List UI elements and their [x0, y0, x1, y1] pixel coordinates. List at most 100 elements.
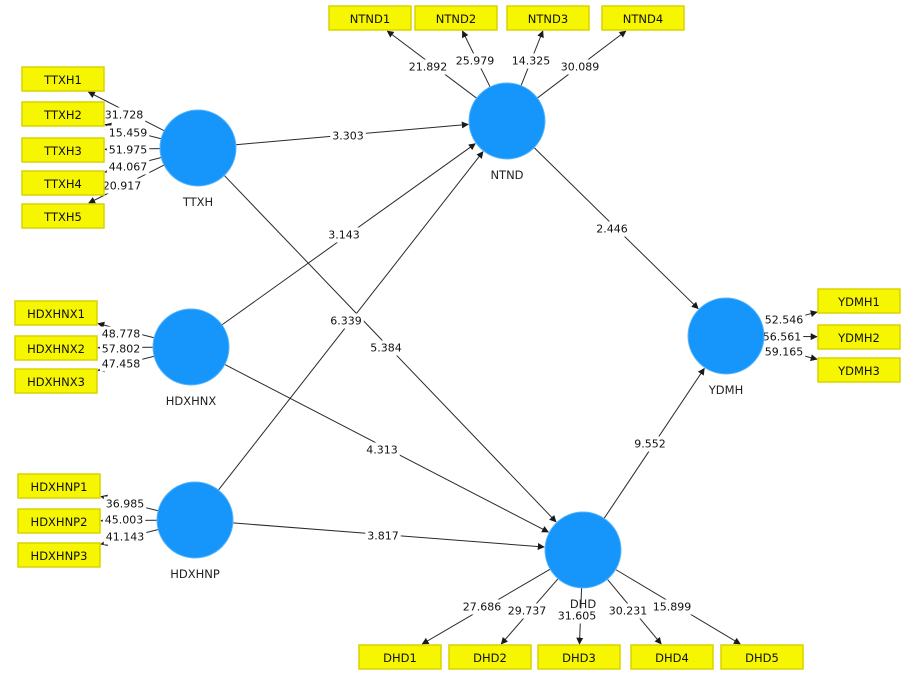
loading-label-dhd3-text: 31.605	[558, 610, 597, 623]
path-label-ttxh-dhd-text: 5.384	[370, 342, 402, 355]
indicator-label: TTXH2	[43, 108, 82, 122]
indicator-box[interactable]	[448, 644, 532, 670]
loading-label-ntnd1: 21.892	[406, 59, 450, 75]
latent-circle[interactable]	[152, 308, 230, 386]
latent-ydmh[interactable]: YDMH	[687, 297, 765, 397]
indicator-hdxhnx2[interactable]: HDXHNX2	[14, 335, 98, 361]
indicator-ttxh3[interactable]: TTXH3	[21, 137, 105, 163]
indicator-ttxh5[interactable]: TTXH5	[21, 203, 105, 229]
loading-label-ttxh5: 20.917	[100, 178, 144, 194]
path-label-dhd-ydmh-bg	[632, 436, 668, 452]
loading-label-hdxhnx2-text: 57.802	[102, 343, 141, 356]
loading-label-hdxhnp3: 41.143	[103, 529, 147, 545]
latent-ntnd[interactable]: NTND	[468, 82, 546, 182]
indicator-box[interactable]	[630, 644, 714, 670]
indicator-box[interactable]	[817, 324, 901, 350]
loading-label-ydmh2-text: 56.561	[763, 331, 802, 344]
indicator-dhd2[interactable]: DHD2	[448, 644, 532, 670]
loading-label-ttxh5-text: 20.917	[103, 180, 142, 193]
indicator-dhd5[interactable]: DHD5	[720, 644, 804, 670]
indicator-box[interactable]	[21, 170, 105, 196]
indicator-box[interactable]	[506, 5, 590, 31]
indicator-box[interactable]	[817, 357, 901, 383]
loading-label-ydmh1: 52.546	[762, 312, 806, 328]
path-label-ttxh-dhd: 5.384	[368, 340, 404, 356]
indicator-box[interactable]	[14, 335, 98, 361]
indicator-box[interactable]	[414, 5, 498, 31]
edge-labels-layer: 31.72815.45951.97544.06720.91748.77857.8…	[99, 53, 806, 624]
latent-circle[interactable]	[159, 109, 237, 187]
latent-label: YDMH	[708, 383, 743, 397]
latent-circle[interactable]	[687, 297, 765, 375]
indicator-box[interactable]	[14, 368, 98, 394]
latent-label: TTXH	[182, 195, 213, 209]
indicator-box[interactable]	[328, 5, 412, 31]
loading-label-ydmh3: 59.165	[762, 344, 806, 360]
indicator-label: DHD5	[745, 651, 779, 665]
indicator-ntnd2[interactable]: NTND2	[414, 5, 498, 31]
path-label-hdxhnx-dhd-text: 4.313	[366, 444, 398, 457]
loading-label-ydmh3-bg	[762, 344, 806, 360]
indicator-hdxhnp2[interactable]: HDXHNP2	[17, 508, 101, 534]
indicator-hdxhnp1[interactable]: HDXHNP1	[17, 473, 101, 499]
loading-label-dhd3: 31.605	[555, 608, 599, 624]
indicator-ydmh3[interactable]: YDMH3	[817, 357, 901, 383]
loading-label-ntnd3: 14.325	[509, 53, 553, 69]
indicator-box[interactable]	[17, 542, 101, 568]
indicator-box[interactable]	[601, 5, 685, 31]
indicator-dhd3[interactable]: DHD3	[537, 644, 621, 670]
indicator-ydmh1[interactable]: YDMH1	[817, 288, 901, 314]
latent-dhd[interactable]: DHD	[544, 511, 622, 611]
indicator-hdxhnx1[interactable]: HDXHNX1	[14, 300, 98, 326]
loading-label-dhd3-bg	[555, 608, 599, 624]
loading-label-ttxh4-bg	[106, 159, 150, 175]
latent-hdxhnx[interactable]: HDXHNX	[152, 308, 230, 408]
latent-circle[interactable]	[156, 481, 234, 559]
loading-label-dhd1: 27.686	[460, 599, 504, 615]
indicator-label: NTND1	[350, 12, 390, 26]
path-label-hdxhnx-ntnd: 3.143	[326, 227, 362, 243]
indicator-box[interactable]	[21, 101, 105, 127]
indicator-box[interactable]	[817, 288, 901, 314]
indicator-label: NTND3	[528, 12, 568, 26]
indicator-box[interactable]	[14, 300, 98, 326]
loading-label-dhd4-bg	[606, 603, 650, 619]
indicator-box[interactable]	[17, 473, 101, 499]
loading-label-ntnd3-text: 14.325	[512, 55, 551, 68]
indicator-ntnd3[interactable]: NTND3	[506, 5, 590, 31]
indicator-box[interactable]	[21, 203, 105, 229]
indicator-box[interactable]	[720, 644, 804, 670]
latent-ttxh[interactable]: TTXH	[159, 109, 237, 209]
latent-label: HDXHNX	[166, 394, 217, 408]
loading-label-hdxhnx1: 48.778	[99, 326, 143, 342]
indicator-label: DHD3	[562, 651, 596, 665]
indicator-box[interactable]	[537, 644, 621, 670]
path-label-ntnd-ydmh-bg	[594, 221, 630, 237]
indicator-hdxhnx3[interactable]: HDXHNX3	[14, 368, 98, 394]
loading-label-hdxhnx2-bg	[99, 341, 143, 357]
indicator-box[interactable]	[358, 644, 442, 670]
indicator-dhd1[interactable]: DHD1	[358, 644, 442, 670]
loading-label-ntnd2-bg	[453, 53, 497, 69]
indicator-ntnd1[interactable]: NTND1	[328, 5, 412, 31]
indicator-box[interactable]	[17, 508, 101, 534]
latent-circle[interactable]	[468, 82, 546, 160]
loading-label-hdxhnp1: 36.985	[103, 496, 147, 512]
latent-hdxhnp[interactable]: HDXHNP	[156, 481, 234, 581]
indicator-hdxhnp3[interactable]: HDXHNP3	[17, 542, 101, 568]
indicator-dhd4[interactable]: DHD4	[630, 644, 714, 670]
indicator-ttxh4[interactable]: TTXH4	[21, 170, 105, 196]
indicator-ntnd4[interactable]: NTND4	[601, 5, 685, 31]
indicator-ydmh2[interactable]: YDMH2	[817, 324, 901, 350]
loading-label-hdxhnp2-bg	[102, 512, 146, 528]
latent-circle[interactable]	[544, 511, 622, 589]
indicator-ttxh1[interactable]: TTXH1	[21, 66, 105, 92]
indicator-box[interactable]	[21, 66, 105, 92]
path-label-hdxhnp-dhd: 3.817	[365, 528, 401, 544]
loading-label-hdxhnp1-bg	[103, 496, 147, 512]
path-label-hdxhnx-ntnd-bg	[326, 227, 362, 243]
indicator-ttxh2[interactable]: TTXH2	[21, 101, 105, 127]
loading-label-ttxh1-bg	[102, 107, 146, 123]
indicator-box[interactable]	[21, 137, 105, 163]
loading-label-ntnd2: 25.979	[453, 53, 497, 69]
